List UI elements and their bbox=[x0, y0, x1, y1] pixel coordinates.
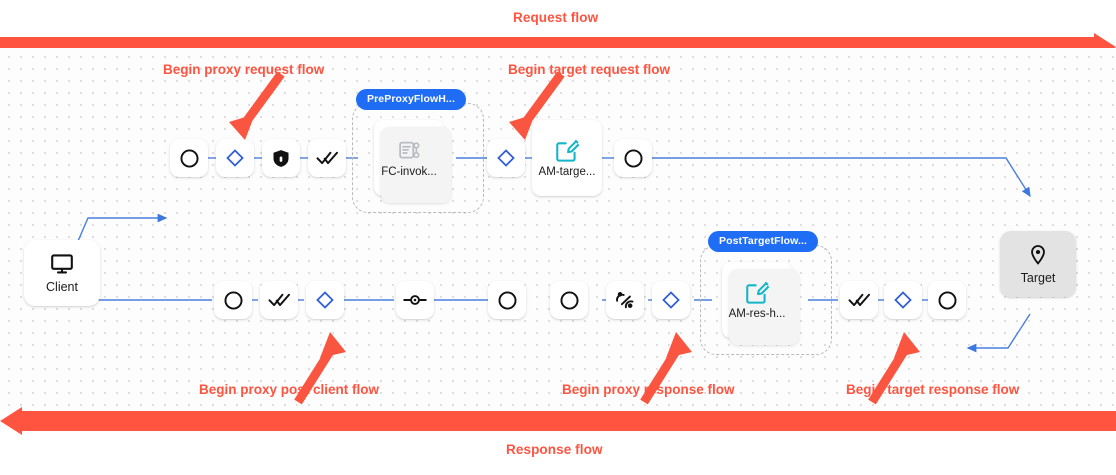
circle-icon bbox=[623, 148, 643, 168]
annotation-begin-proxy-request-flow: Begin proxy request flow bbox=[163, 62, 325, 77]
policy-am-target[interactable]: AM-targe... bbox=[532, 120, 602, 196]
annotation-begin-target-response-flow: Begin target response flow bbox=[846, 382, 1020, 397]
annotation-begin-proxy-response-flow: Begin proxy response flow bbox=[562, 382, 735, 397]
double-check-icon bbox=[267, 293, 290, 307]
response-flow-bar-shaft bbox=[22, 411, 1116, 431]
step-res-circle-b[interactable] bbox=[550, 281, 588, 319]
step-req-verify[interactable] bbox=[308, 139, 346, 177]
endpoint-target-label: Target bbox=[1020, 271, 1056, 286]
monitor-icon bbox=[51, 254, 73, 274]
policy-am-res-h[interactable]: AM-res-h... bbox=[722, 262, 799, 345]
step-res-target-start[interactable] bbox=[928, 281, 966, 319]
policy-fc-invoke-label: FC-invok... bbox=[381, 165, 437, 178]
step-req-target-condition[interactable] bbox=[487, 139, 525, 177]
response-flow-bar bbox=[0, 407, 1116, 435]
blue-diamond-icon bbox=[662, 291, 680, 309]
step-req-condition-1[interactable] bbox=[216, 139, 254, 177]
circle-icon bbox=[937, 290, 957, 310]
endpoint-client[interactable]: Client bbox=[24, 240, 100, 306]
step-res-target-condition[interactable] bbox=[884, 281, 922, 319]
step-res-traffic[interactable] bbox=[606, 281, 644, 319]
double-check-icon bbox=[315, 151, 338, 165]
annotation-arrow-target-request bbox=[509, 71, 565, 140]
blue-diamond-icon bbox=[226, 149, 244, 167]
endpoint-target[interactable]: Target bbox=[1000, 231, 1076, 297]
flow-group-preproxyflowhook-chip[interactable]: PreProxyFlowH... bbox=[356, 89, 466, 110]
policy-am-target-label: AM-targe... bbox=[538, 166, 596, 179]
double-check-icon bbox=[847, 293, 870, 307]
step-req-end[interactable] bbox=[614, 139, 652, 177]
endpoint-client-label: Client bbox=[46, 280, 78, 295]
step-res-proxy-condition[interactable] bbox=[652, 281, 690, 319]
annotation-arrow-target-response bbox=[868, 332, 920, 405]
step-res-verify[interactable] bbox=[260, 281, 298, 319]
assign-message-icon bbox=[746, 281, 770, 304]
shield-lock-icon bbox=[273, 149, 289, 167]
annotation-arrow-proxy-request bbox=[229, 71, 285, 140]
annotation-begin-proxy-post-client-flow: Begin proxy post client flow bbox=[199, 382, 380, 397]
circle-icon bbox=[223, 290, 243, 310]
location-pin-icon bbox=[1031, 245, 1045, 265]
response-flow-label: Response flow bbox=[506, 442, 603, 457]
step-res-target-verify[interactable] bbox=[840, 281, 878, 319]
traffic-signal-icon bbox=[616, 292, 634, 309]
annotation-arrow-post-client bbox=[294, 332, 346, 405]
blue-diamond-icon bbox=[894, 291, 912, 309]
annotation-begin-target-request-flow: Begin target request flow bbox=[508, 62, 671, 77]
step-res-postclient-condition[interactable] bbox=[306, 281, 344, 319]
blue-diamond-icon bbox=[497, 149, 515, 167]
circle-icon bbox=[179, 148, 199, 168]
flow-callout-icon bbox=[398, 141, 419, 159]
circle-icon bbox=[497, 290, 517, 310]
flow-group-posttargetflowhook-chip[interactable]: PostTargetFlow... bbox=[708, 231, 819, 252]
request-flow-label: Request flow bbox=[513, 10, 599, 25]
assign-message-icon bbox=[556, 139, 580, 162]
step-req-start[interactable] bbox=[170, 139, 208, 177]
step-res-node[interactable] bbox=[396, 281, 434, 319]
policy-stack-shadow bbox=[729, 269, 799, 345]
blue-diamond-icon bbox=[316, 291, 334, 309]
circle-icon bbox=[559, 290, 579, 310]
annotation-arrow-proxy-response bbox=[640, 332, 692, 405]
policy-fc-invoke[interactable]: FC-invok... bbox=[374, 120, 451, 203]
node-dot-icon bbox=[403, 295, 427, 305]
response-flow-arrowhead-icon bbox=[0, 407, 22, 435]
step-req-security[interactable] bbox=[262, 139, 300, 177]
diagram-canvas[interactable]: Client Target bbox=[0, 48, 1116, 408]
policy-stack-shadow bbox=[381, 127, 451, 203]
step-res-circle-a[interactable] bbox=[488, 281, 526, 319]
policy-am-res-h-label: AM-res-h... bbox=[728, 308, 786, 321]
step-res-client-end[interactable] bbox=[214, 281, 252, 319]
